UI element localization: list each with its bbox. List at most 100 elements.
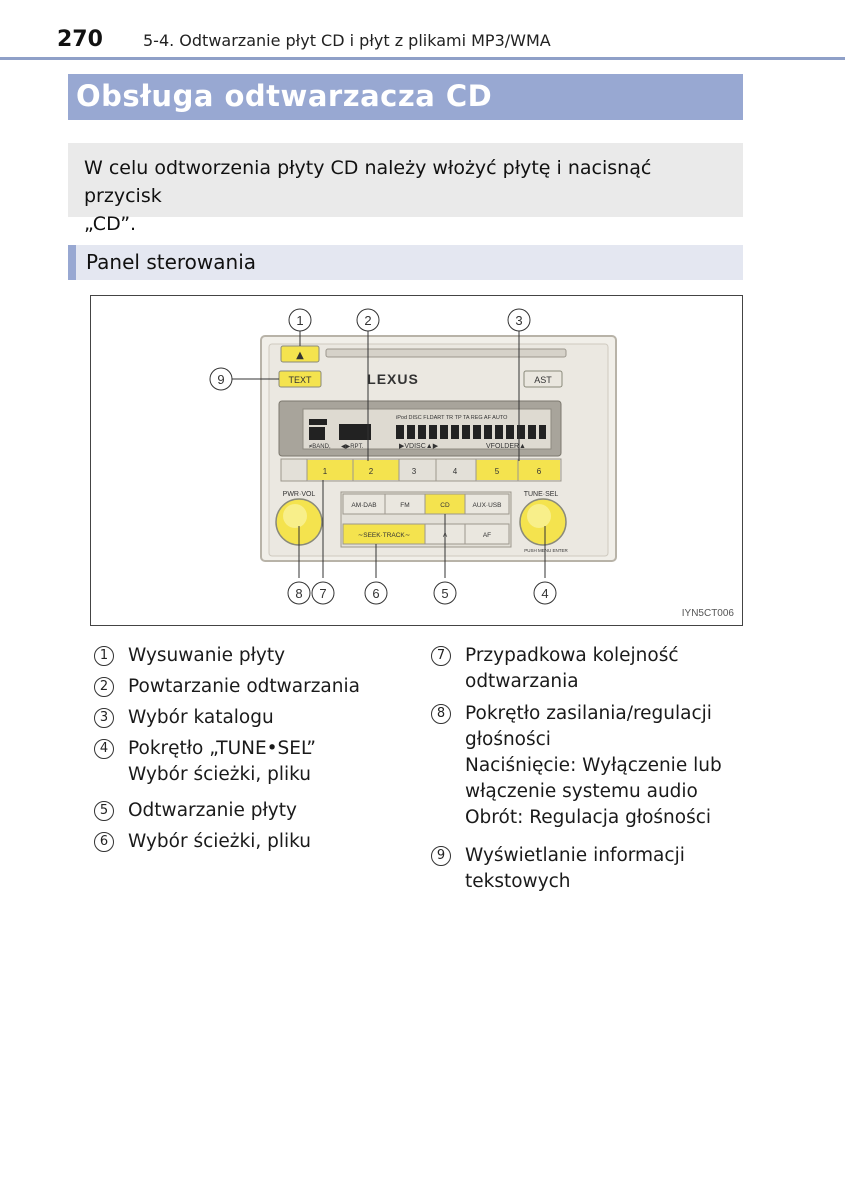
legend-text: Odtwarzanie płyty xyxy=(128,800,297,821)
legend-number: 6 xyxy=(94,832,114,852)
legend-item: 6 Wybór ścieżki, pliku xyxy=(94,829,414,855)
tune-sel-sublabel: PUSH MENU ENTER xyxy=(524,548,568,553)
legend-number: 2 xyxy=(94,677,114,697)
am-dab-label: AM·DAB xyxy=(351,502,376,509)
legend-text: Wybór katalogu xyxy=(128,707,274,728)
lcd-digit-block-2 xyxy=(339,424,371,440)
af-button xyxy=(464,523,510,545)
figure-code: IYN5CT006 xyxy=(681,608,734,619)
legend-right-column: 7 Przypadkowa kolejność odtwarzania 8 Po… xyxy=(431,643,751,895)
preset-5-label: 5 xyxy=(495,467,500,476)
preset-3-label: 3 xyxy=(412,467,417,476)
callout-8: 8 xyxy=(295,586,302,601)
preset-1-highlight xyxy=(307,460,353,480)
legend-text: Naciśnięcie: Wyłączenie lub xyxy=(465,755,722,776)
preset-4-label: 4 xyxy=(453,467,458,476)
lcd-folder-label: VFOLDER▲ xyxy=(486,443,526,450)
callout-6-circle xyxy=(364,581,388,605)
lcd-band-label: ≠BAND, xyxy=(309,444,331,450)
callout-8-circle xyxy=(287,581,311,605)
callout-7: 7 xyxy=(319,586,326,601)
legend-item: 8 Pokrętło zasilania/regulacji głośności… xyxy=(431,701,751,831)
legend-number: 5 xyxy=(94,801,114,821)
legend-text: głośności xyxy=(465,729,551,750)
eject-icon: ▲ xyxy=(296,350,304,361)
legend-item: 2 Powtarzanie odtwarzania xyxy=(94,674,414,700)
preset-1-label: 1 xyxy=(323,467,328,476)
lcd-top-labels: iPod DISC FLDART TR TP TA REG AF AUTO xyxy=(396,415,508,421)
callout-9: 9 xyxy=(217,372,224,387)
legend-number: 7 xyxy=(431,646,451,666)
text-button-label: TEXT xyxy=(288,375,312,385)
seek-track-label: ∼SEEK·TRACK∼ xyxy=(358,532,411,539)
intro-text: W celu odtworzenia płyty CD należy włoży… xyxy=(84,154,734,238)
legend-text: Wybór ścieżki, pliku xyxy=(128,831,312,852)
legend-text: włączenie systemu audio xyxy=(465,781,698,802)
aux-usb-button xyxy=(464,493,510,515)
callout-2-circle xyxy=(356,308,380,332)
legend-text: Wyświetlanie informacji xyxy=(465,845,685,866)
legend-text: Pokrętło „TUNE•SEL” xyxy=(128,738,317,759)
callout-6: 6 xyxy=(372,586,379,601)
legend-text: Powtarzanie odtwarzania xyxy=(128,676,360,697)
callout-1: 1 xyxy=(296,313,303,328)
cd-label: CD xyxy=(440,502,450,509)
subheading-bar: Panel sterowania xyxy=(68,245,743,280)
page-header: 270 5-4. Odtwarzanie płyt CD i płyt z pl… xyxy=(0,0,845,60)
intro-line-2: „CD”. xyxy=(84,213,137,235)
legend-number: 4 xyxy=(94,739,114,759)
preset-6-highlight xyxy=(518,460,560,480)
callout-7-circle xyxy=(311,581,335,605)
fm-label: FM xyxy=(400,502,409,509)
legend-left-column: 1 Wysuwanie płyty 2 Powtarzanie odtwarza… xyxy=(94,643,414,855)
legend-item: 9 Wyświetlanie informacji tekstowych xyxy=(431,843,751,895)
callout-3-circle xyxy=(507,308,531,332)
legend-number: 3 xyxy=(94,708,114,728)
callout-5-circle xyxy=(433,581,457,605)
subheading: Panel sterowania xyxy=(86,250,256,274)
callout-1-circle xyxy=(288,308,312,332)
preset-5-highlight xyxy=(476,460,518,480)
legend-text: Wybór ścieżki, pliku xyxy=(128,764,312,785)
legend-item: 7 Przypadkowa kolejność odtwarzania xyxy=(431,643,751,695)
legend-item: 5 Odtwarzanie płyty xyxy=(94,798,414,824)
intro-line-1: W celu odtworzenia płyty CD należy włoży… xyxy=(84,157,652,207)
section-title: 5-4. Odtwarzanie płyt CD i płyt z plikam… xyxy=(143,31,551,50)
lcd-text-segments xyxy=(396,425,546,439)
legend-number: 9 xyxy=(431,846,451,866)
cd-slot xyxy=(325,348,567,358)
intro-box: W celu odtworzenia płyty CD należy włoży… xyxy=(68,143,743,235)
tune-sel-knob-highlight xyxy=(527,504,551,528)
callout-3: 3 xyxy=(515,313,522,328)
af-label: AF xyxy=(483,532,491,539)
lexus-logo: LEXUS xyxy=(367,371,419,387)
preset-2-label: 2 xyxy=(369,467,374,476)
legend-item: 3 Wybór katalogu xyxy=(94,705,414,731)
title-bar: Obsługa odtwarzacza CD xyxy=(68,74,743,120)
legend-number: 1 xyxy=(94,646,114,666)
callout-4: 4 xyxy=(541,586,548,601)
legend-item: 1 Wysuwanie płyty xyxy=(94,643,414,669)
legend-text: Przypadkowa kolejność xyxy=(465,645,679,666)
ast-button xyxy=(523,370,563,388)
control-panel-illustration: ▲ TEXT LEXUS AST iPod DISC FLDART TR TP … xyxy=(209,308,617,605)
control-panel-figure: ▲ TEXT LEXUS AST iPod DISC FLDART TR TP … xyxy=(90,295,743,626)
lcd-cd-indicator xyxy=(309,419,327,425)
tune-sel-label: TUNE·SEL xyxy=(524,491,559,498)
pwr-vol-knob-highlight xyxy=(283,504,307,528)
lcd-rpt-label: ◀▶RPT. xyxy=(341,444,364,450)
legend-text: tekstowych xyxy=(465,871,571,892)
ast-button-label: AST xyxy=(534,375,552,385)
legend-item: 4 Pokrętło „TUNE•SEL” Wybór ścieżki, pli… xyxy=(94,736,414,788)
legend-text: Pokrętło zasilania/regulacji xyxy=(465,703,712,724)
preset-6-label: 6 xyxy=(537,467,542,476)
callout-leaders xyxy=(228,331,546,578)
preset-2-highlight xyxy=(353,460,399,480)
legend-text: Obrót: Regulacja głośności xyxy=(465,807,712,828)
callout-4-circle xyxy=(533,581,557,605)
page-title: Obsługa odtwarzacza CD xyxy=(76,79,493,113)
page-number: 270 xyxy=(57,27,103,52)
legend-text: odtwarzania xyxy=(465,671,579,692)
callout-5: 5 xyxy=(441,586,448,601)
aux-usb-label: AUX·USB xyxy=(473,502,502,509)
